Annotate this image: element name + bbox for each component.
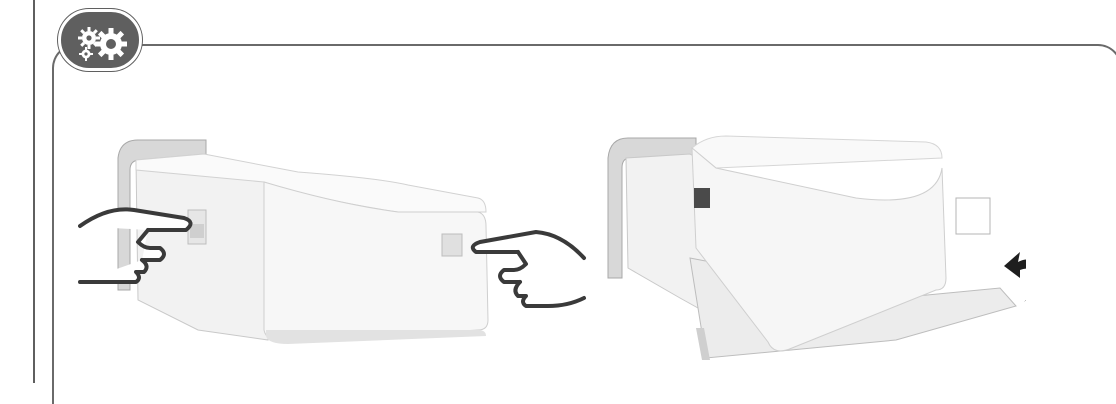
curved-arrow-icon <box>1004 252 1026 302</box>
duct-cover-closed-illustration <box>78 130 588 350</box>
duct-cover-open-illustration <box>596 128 1026 368</box>
section-badge <box>58 9 142 71</box>
page-margin-rule <box>33 0 35 383</box>
pointing-hand-left-icon <box>473 232 584 306</box>
gears-icon <box>77 24 129 62</box>
